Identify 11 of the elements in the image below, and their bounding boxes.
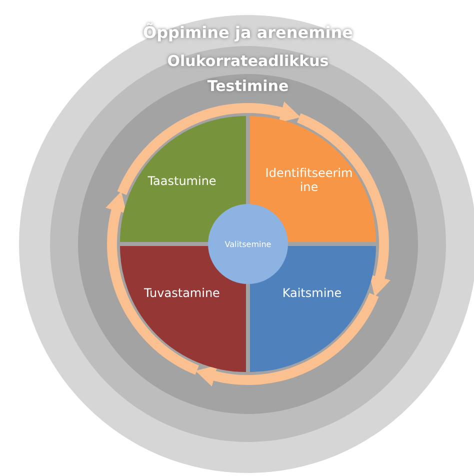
ring-label: Olukorrateadlikkus [167,52,329,70]
center-label: Valitsemine [224,240,272,248]
curved-arrow [195,292,379,387]
quadrant-label: Tuvastamine [143,286,221,300]
quadrant-label: Identifitseerimine [264,166,354,194]
quadrant-label: Taastumine [146,174,218,188]
ring-label: Testimine [207,77,289,95]
quadrant-label: Kaitsmine [281,286,343,300]
curved-arrow [117,101,301,196]
curved-arrow [105,191,200,375]
curved-arrow [296,113,391,297]
